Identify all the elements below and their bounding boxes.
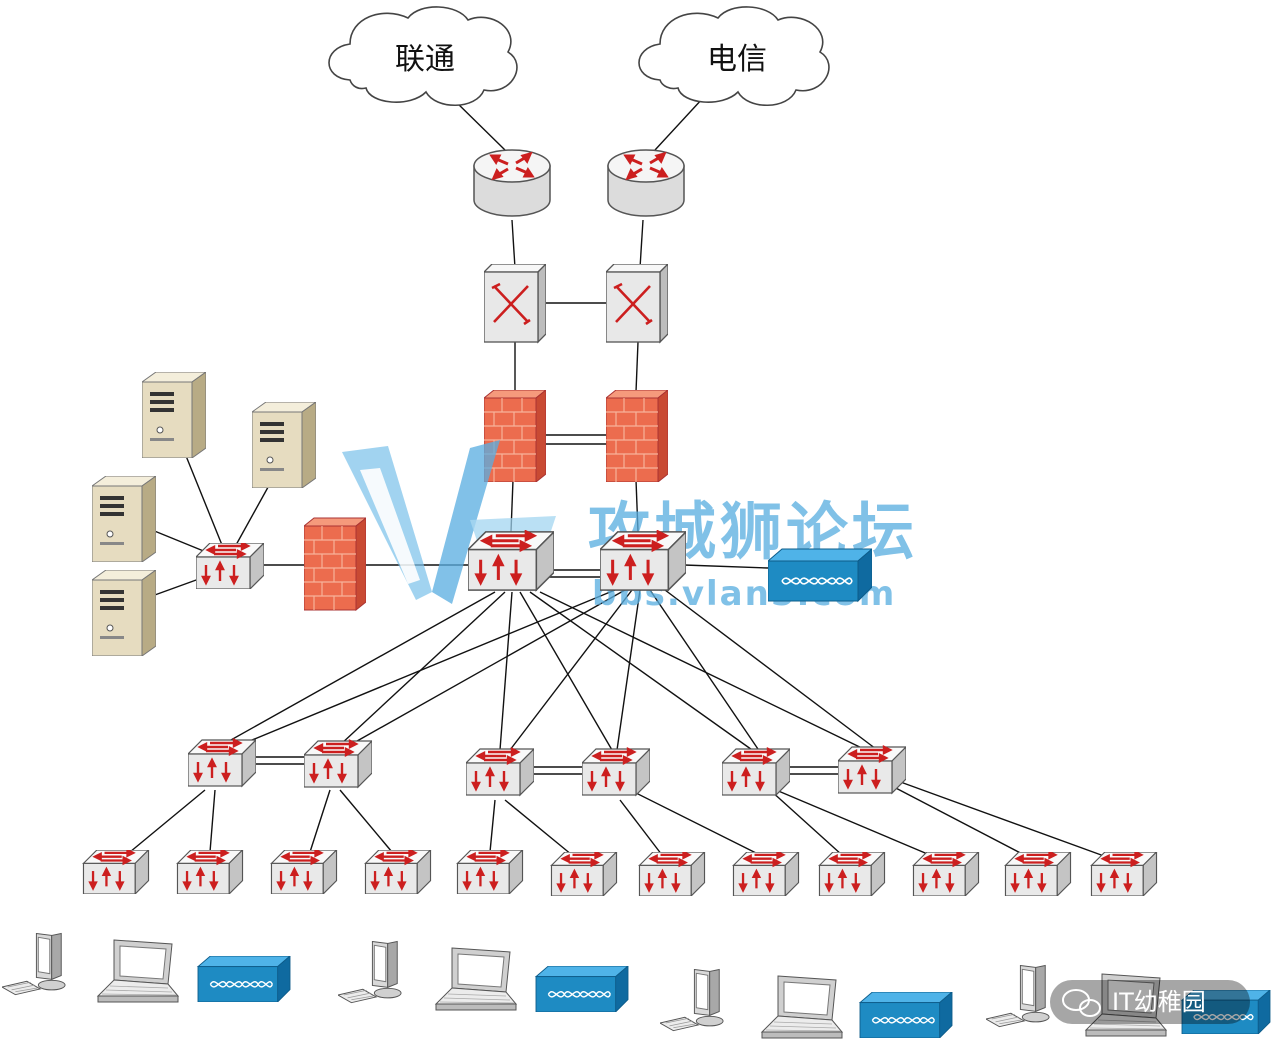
source-badge: IT幼稚园 bbox=[1050, 980, 1250, 1024]
server-3 bbox=[92, 476, 156, 562]
access-switch-5 bbox=[456, 850, 524, 894]
access-switch-11 bbox=[1004, 852, 1072, 896]
core-switch-left bbox=[468, 530, 554, 592]
access-switch-1 bbox=[82, 850, 150, 894]
access-switch-7 bbox=[638, 852, 706, 896]
access-switch-10 bbox=[912, 852, 980, 896]
access-switch-6 bbox=[550, 852, 618, 896]
desktop-2 bbox=[338, 941, 402, 1004]
firewall-server-zone bbox=[304, 517, 366, 611]
firewall-right bbox=[606, 390, 668, 482]
laptop-2 bbox=[435, 947, 517, 1011]
cloud-unicom: 联通 bbox=[328, 6, 518, 107]
access-switch-9 bbox=[818, 852, 886, 896]
access-switch-2 bbox=[176, 850, 244, 894]
server-zone-switch bbox=[196, 543, 264, 589]
desktop-3 bbox=[660, 969, 724, 1032]
edge-switch-left bbox=[484, 264, 546, 344]
router-unicom bbox=[472, 148, 552, 218]
firewall-left bbox=[484, 390, 546, 482]
cloud-telecom: 电信 bbox=[638, 6, 830, 107]
access-point-3 bbox=[859, 992, 953, 1038]
server-1 bbox=[142, 372, 206, 458]
distribution-switch-2a bbox=[466, 747, 534, 797]
distribution-switch-3a bbox=[722, 747, 790, 797]
access-point-2 bbox=[535, 966, 629, 1012]
access-switch-4 bbox=[364, 850, 432, 894]
access-switch-8 bbox=[732, 852, 800, 896]
cloud-label-unicom: 联通 bbox=[395, 42, 455, 77]
access-switch-12 bbox=[1090, 852, 1158, 896]
distribution-switch-1b bbox=[304, 739, 372, 789]
desktop-1 bbox=[2, 933, 66, 996]
cloud-label-telecom: 电信 bbox=[707, 42, 767, 77]
access-switch-3 bbox=[270, 850, 338, 894]
core-switch-right bbox=[600, 530, 686, 592]
distribution-switch-1a bbox=[188, 738, 256, 788]
server-2 bbox=[252, 402, 316, 488]
server-4 bbox=[92, 570, 156, 656]
distribution-switch-2b bbox=[582, 747, 650, 797]
chat-bubble-icon bbox=[1062, 989, 1101, 1017]
router-telecom bbox=[606, 148, 686, 218]
laptop-3 bbox=[761, 975, 843, 1039]
edge-switch-right bbox=[606, 264, 668, 344]
laptop-1 bbox=[97, 939, 179, 1003]
source-badge-label: IT幼稚园 bbox=[1112, 988, 1206, 1016]
watermark-logo bbox=[342, 440, 556, 604]
access-point-1 bbox=[197, 956, 291, 1002]
distribution-switch-3b bbox=[838, 745, 906, 795]
desktop-4 bbox=[986, 965, 1050, 1028]
wireless-controller bbox=[768, 548, 872, 602]
